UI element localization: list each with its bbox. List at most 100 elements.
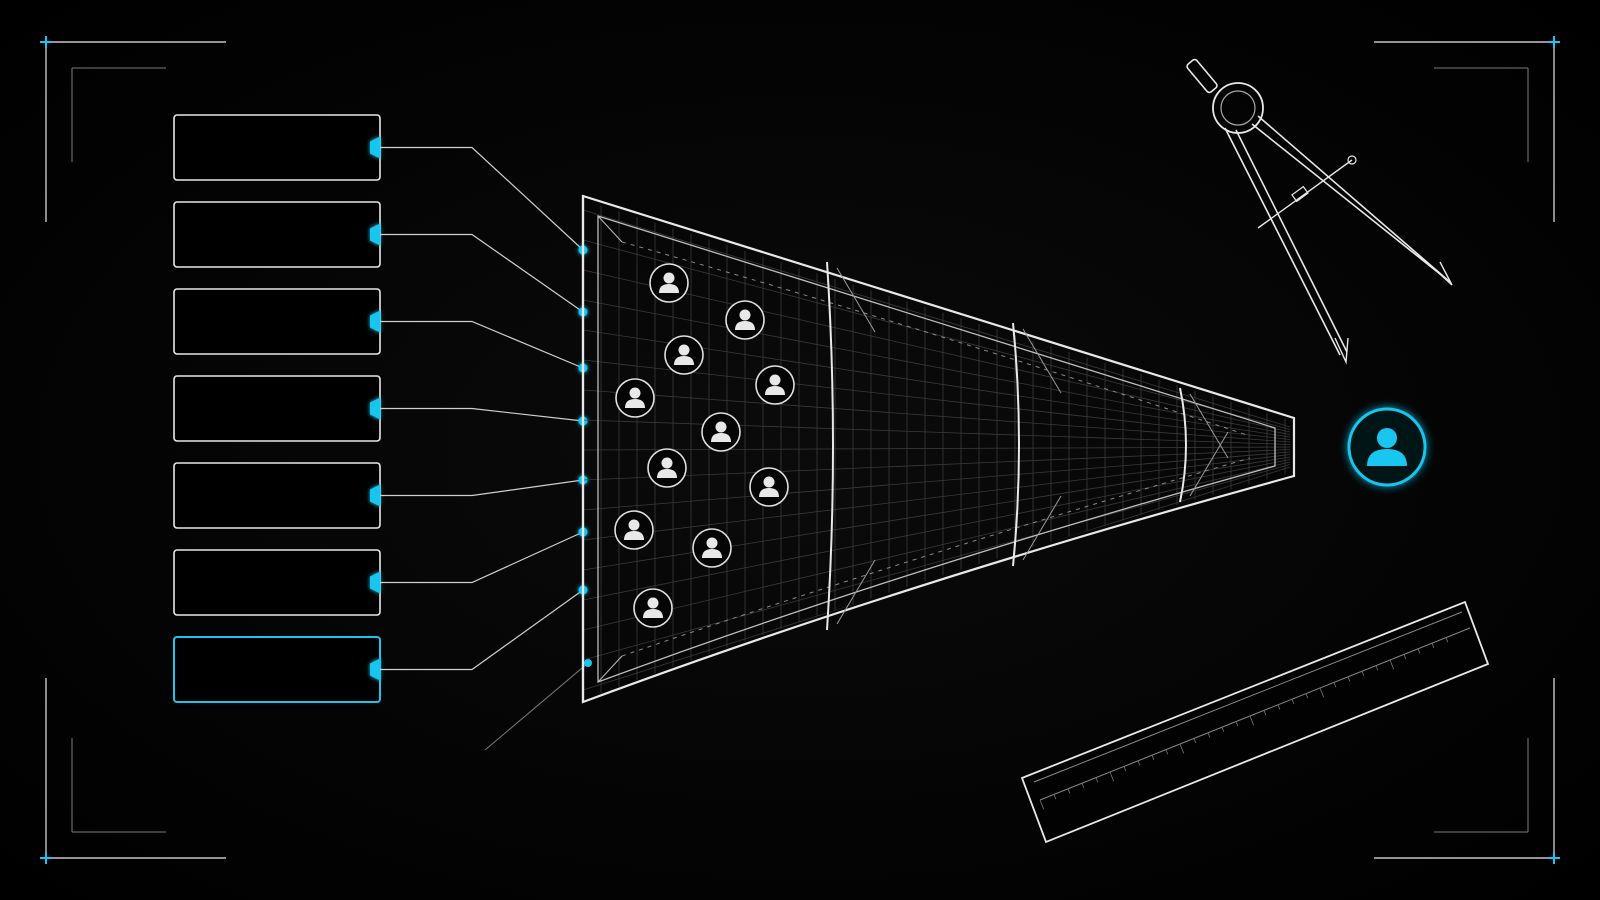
- input-slot-box: [173, 636, 381, 703]
- connector-line: [380, 589, 584, 671]
- connector-line: [380, 479, 584, 497]
- input-slot-6: [173, 549, 381, 616]
- input-slot-box: [173, 201, 381, 268]
- user-icon: [692, 528, 732, 568]
- funnel-shape: [581, 194, 1296, 704]
- ruler-tick: [1137, 760, 1141, 766]
- ruler-tick: [1347, 676, 1351, 682]
- input-slot-7: [173, 636, 381, 703]
- funnel-outline: [581, 194, 1296, 704]
- ruler-tick: [1221, 727, 1225, 732]
- corner-top-left: [40, 36, 226, 222]
- input-slot-box: [173, 288, 381, 355]
- connector-line: [380, 320, 584, 369]
- funnel-grid: [583, 200, 1290, 700]
- ruler-tick: [1333, 682, 1337, 688]
- ruler-tick: [1109, 771, 1115, 782]
- slot-connector-tab: [370, 136, 380, 159]
- ruler-tick: [1445, 637, 1449, 643]
- slot-connector-tab: [370, 571, 380, 594]
- connector-line: [484, 662, 589, 751]
- ruler-tick: [1193, 738, 1197, 744]
- connector-lines: [380, 146, 592, 751]
- ruler-tick: [1165, 749, 1169, 755]
- input-slot-1: [173, 114, 381, 181]
- ruler-tick: [1249, 715, 1255, 726]
- ruler-tick: [1417, 648, 1421, 654]
- ruler-icon: [1020, 600, 1490, 844]
- user-icon: [701, 412, 741, 452]
- funnel-stage-divider-3: [1179, 387, 1187, 503]
- user-icon: [725, 300, 765, 340]
- user-icon: [615, 378, 655, 418]
- input-slot-2: [173, 201, 381, 268]
- connector-line: [380, 233, 584, 313]
- funnel-inner-edge: [597, 215, 1276, 683]
- connector-line: [380, 407, 584, 422]
- input-slot-box: [173, 375, 381, 442]
- user-icon: [647, 448, 687, 488]
- compass-crossbar: [1257, 159, 1353, 229]
- funnel-stage-divider-2: [1012, 322, 1020, 567]
- input-slot-box: [173, 462, 381, 529]
- ruler-tick: [1431, 643, 1435, 648]
- compass-left-leg: [1224, 127, 1348, 356]
- compass-pencil-tip: [1334, 337, 1349, 365]
- ruler-tick: [1179, 743, 1185, 754]
- ruler-tick: [1067, 788, 1071, 794]
- user-icon-head: [1377, 428, 1397, 448]
- ruler-tick: [1095, 777, 1099, 783]
- input-slot-3: [173, 288, 381, 355]
- connector-line: [380, 531, 584, 584]
- slot-connector-tab: [370, 223, 380, 246]
- user-icon: [649, 263, 689, 303]
- ruler-tick: [1277, 704, 1281, 710]
- user-icon: [749, 467, 789, 507]
- ruler-tick: [1389, 659, 1395, 670]
- funnel-stage-divider-1: [826, 261, 834, 631]
- connector-line: [380, 146, 584, 251]
- ruler-tick: [1291, 699, 1295, 704]
- compass-needle-tip: [1429, 261, 1453, 286]
- crowd-users: [614, 263, 795, 628]
- funnel-depth-lines: [621, 241, 1251, 657]
- ruler-tick: [1361, 671, 1365, 676]
- input-slot-list: [173, 114, 381, 703]
- ruler-tick: [1081, 783, 1085, 788]
- compass-icon: [1186, 58, 1453, 365]
- user-icon: [614, 510, 654, 550]
- slot-connector-tab: [370, 484, 380, 507]
- slot-connector-tab: [370, 397, 380, 420]
- user-icon: [755, 365, 795, 405]
- corner-frame-marks: [40, 36, 1560, 864]
- user-icon-body: [1367, 449, 1407, 466]
- ruler-tick: [1151, 755, 1155, 760]
- ruler-tick: [1263, 710, 1267, 716]
- ruler-tick: [1235, 721, 1239, 727]
- corner-bottom-left: [40, 678, 226, 864]
- ruler-bevel: [1033, 611, 1471, 801]
- corner-top-right: [1374, 36, 1560, 222]
- input-slot-box: [173, 114, 381, 181]
- connector-dot: [584, 659, 592, 667]
- compass-right-leg: [1251, 115, 1451, 283]
- ruler-tick: [1123, 766, 1127, 772]
- output-user: [1294, 407, 1427, 487]
- compass-handle: [1186, 58, 1218, 94]
- ruler-tick: [1053, 794, 1057, 800]
- ruler-tick: [1403, 654, 1407, 660]
- ruler-tick: [1305, 693, 1309, 699]
- ruler-tick: [1207, 732, 1211, 738]
- slot-connector-tab: [370, 658, 380, 681]
- ruler-body: [1020, 600, 1490, 844]
- input-slot-4: [173, 375, 381, 442]
- ruler-tick: [1375, 665, 1379, 671]
- user-icon: [664, 335, 704, 375]
- funnel-outer-edge: [581, 194, 1296, 704]
- ruler-tick: [1319, 687, 1325, 698]
- input-slot-5: [173, 462, 381, 529]
- user-icon: [633, 588, 673, 628]
- input-slot-box: [173, 549, 381, 616]
